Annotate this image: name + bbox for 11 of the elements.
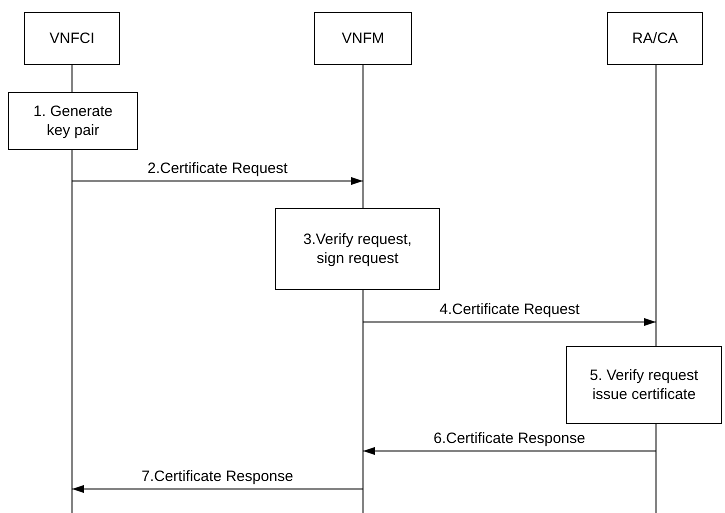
- arrow: [72, 485, 364, 493]
- edge-label: 2.Certificate Request: [148, 160, 288, 177]
- arrow: [72, 177, 364, 185]
- process-box: 5. Verify request issue certificate: [566, 346, 722, 424]
- edge-label: 6.Certificate Response: [434, 430, 586, 447]
- edge-label: 7.Certificate Response: [142, 468, 294, 485]
- arrow: [362, 447, 656, 455]
- arrow: [362, 318, 656, 326]
- edge-label: 4.Certificate Request: [440, 301, 580, 318]
- process-box: 1. Generate key pair: [8, 92, 138, 150]
- process-box: 3.Verify request, sign request: [275, 208, 440, 290]
